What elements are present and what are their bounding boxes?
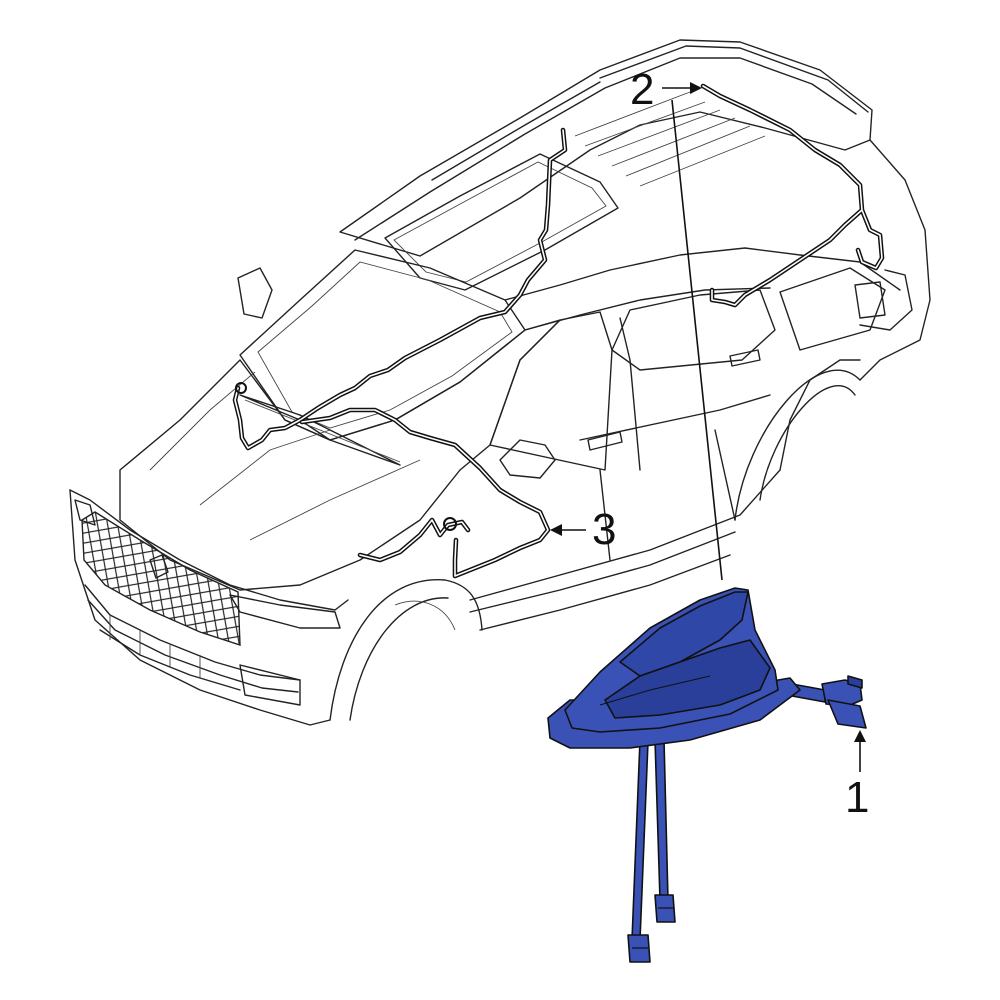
- leader-lines: [550, 82, 866, 772]
- callout-1: 1: [845, 773, 869, 822]
- wiring-harness-roof: [700, 83, 885, 308]
- antenna-assembly: [547, 587, 867, 963]
- callout-2: 2: [630, 65, 654, 114]
- callout-3: 3: [592, 505, 616, 554]
- wiring-harness-body: [232, 127, 568, 579]
- vehicle-outline: [69, 39, 931, 726]
